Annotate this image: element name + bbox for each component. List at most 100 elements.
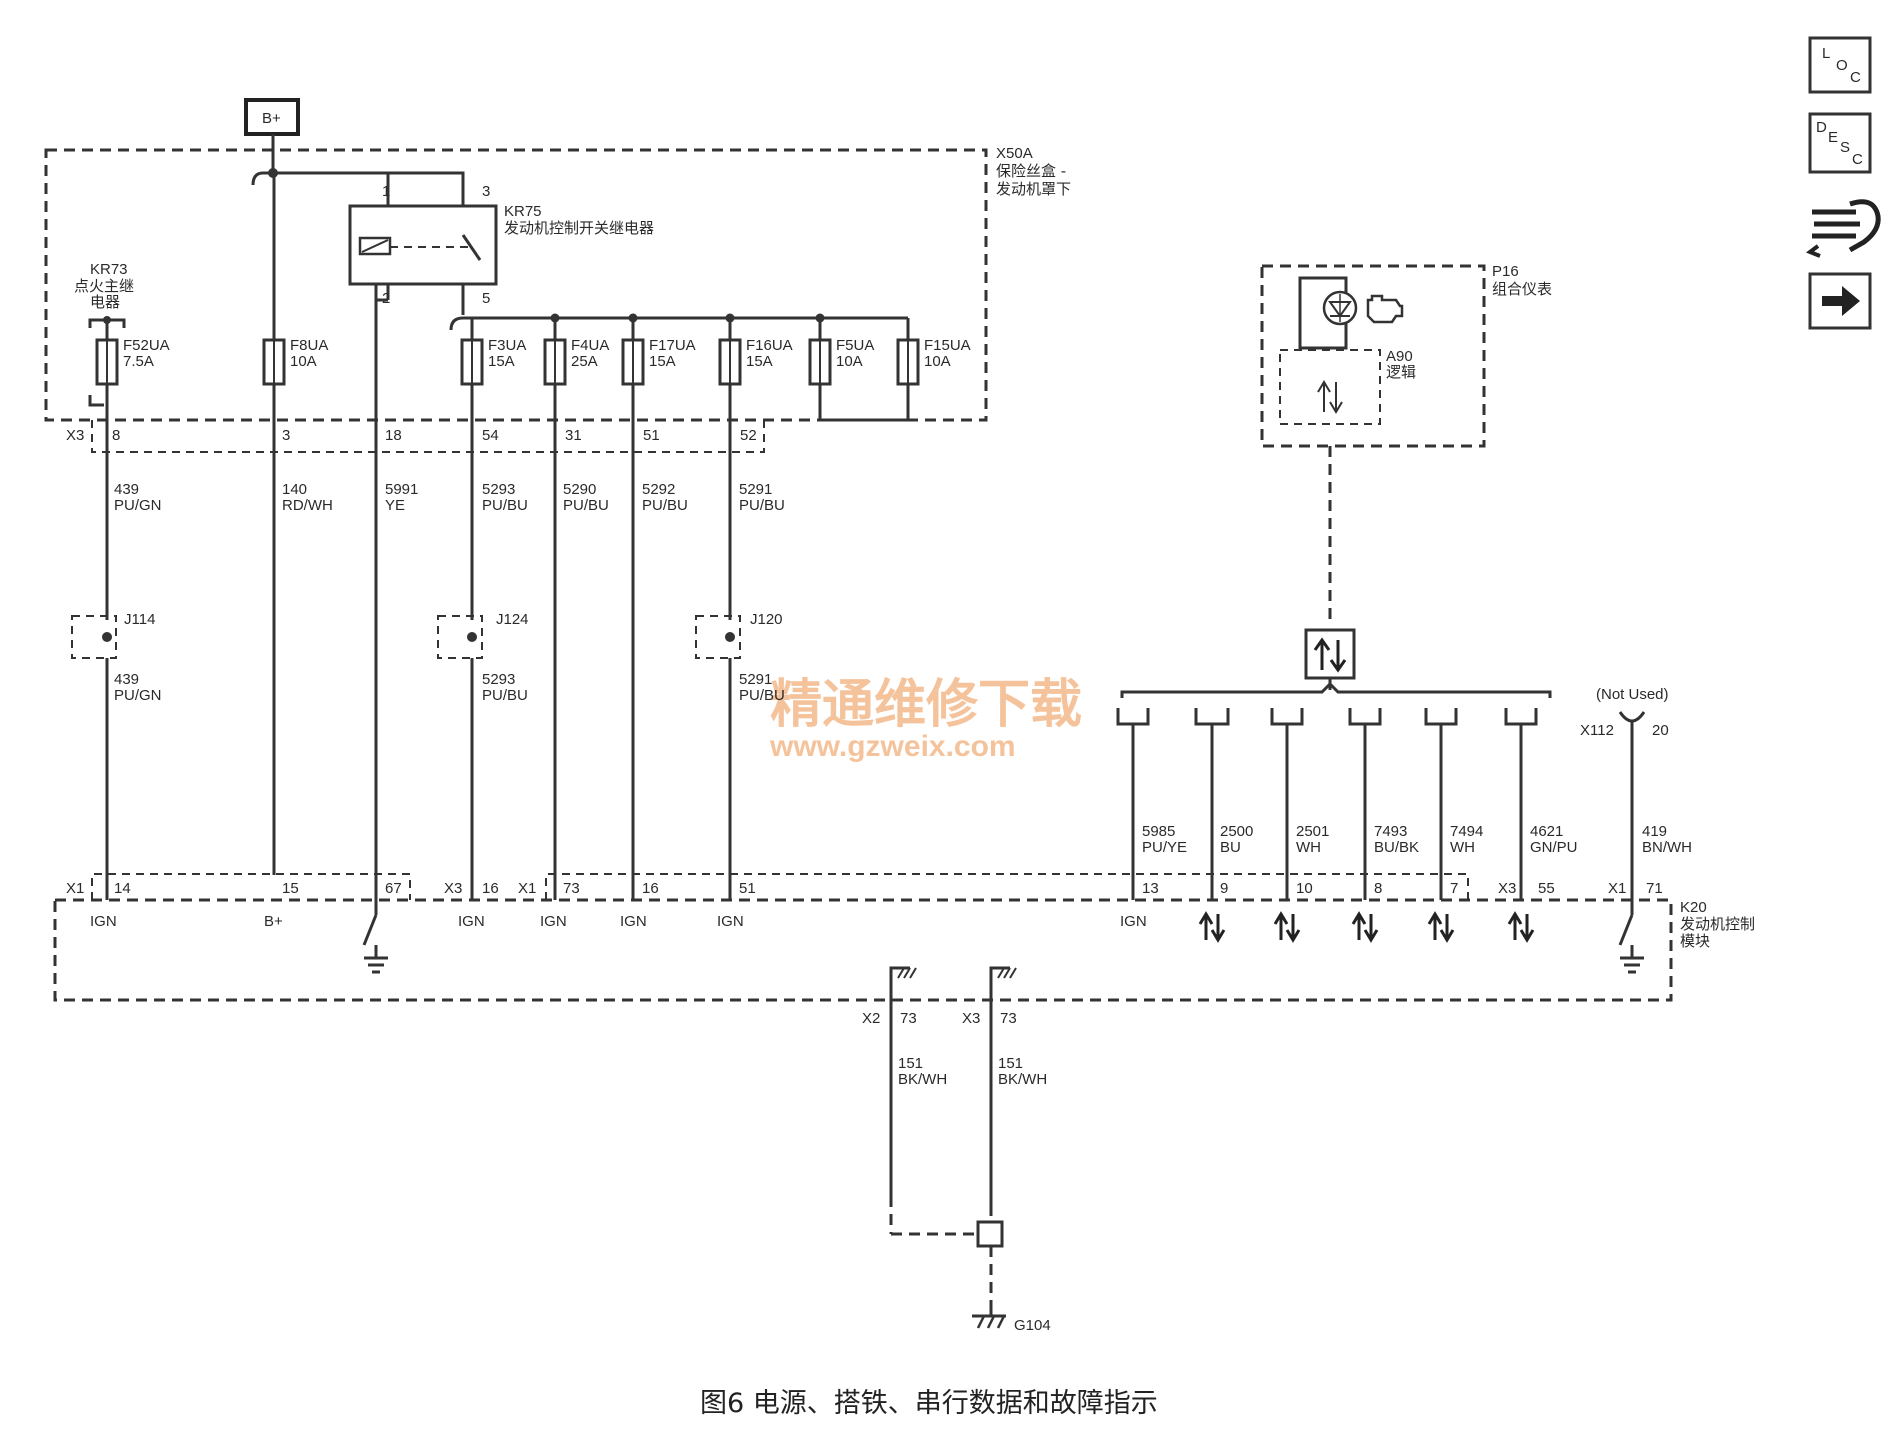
serial-data-icon <box>1304 628 1356 680</box>
svg-text:A90: A90 <box>1386 348 1413 365</box>
svg-text:F15UA: F15UA <box>924 337 971 354</box>
ecm-ground-circuits: X2 73 X3 73 151 BK/WH 151 BK/WH G104 <box>862 966 1051 1334</box>
fuse-f52ua: F52UA 7.5A <box>95 337 170 386</box>
svg-text:(Not Used): (Not Used) <box>1596 686 1669 703</box>
svg-text:5991: 5991 <box>385 481 418 498</box>
svg-text:F16UA: F16UA <box>746 337 793 354</box>
kr75-pin-5: 5 <box>482 290 490 307</box>
fuse-f17ua: F17UA 15A <box>621 337 696 386</box>
arrow-right-icon <box>1822 286 1860 316</box>
k20-outline <box>53 898 1673 1002</box>
svg-text:5292: 5292 <box>642 481 675 498</box>
splice-j114: J114 439 PU/GN <box>71 611 162 704</box>
ecm-internal-ground-left <box>362 880 388 974</box>
kr75-id: KR75 <box>504 203 542 220</box>
hand-arrows-button[interactable] <box>1805 199 1881 258</box>
svg-text:J114: J114 <box>124 611 155 628</box>
svg-text:X3: X3 <box>1498 880 1516 897</box>
svg-text:9: 9 <box>1220 880 1228 897</box>
relay-kr75: 1 3 2 5 KR75 发动机控制开关继电器 <box>348 173 654 315</box>
svg-text:F17UA: F17UA <box>649 337 696 354</box>
next-button[interactable] <box>1808 272 1872 330</box>
svg-text:PU/GN: PU/GN <box>114 497 162 514</box>
svg-text:5291: 5291 <box>739 481 772 498</box>
svg-text:BN/WH: BN/WH <box>1642 839 1692 856</box>
check-engine-icon <box>1366 294 1404 324</box>
svg-text:逻辑: 逻辑 <box>1386 363 1416 381</box>
svg-text:X112: X112 <box>1580 722 1614 739</box>
svg-text:C: C <box>1850 69 1861 86</box>
svg-text:18: 18 <box>385 427 402 444</box>
svg-text:IGN: IGN <box>620 913 647 930</box>
svg-text:140: 140 <box>282 481 307 498</box>
svg-text:E: E <box>1828 129 1838 146</box>
fusebox-x50a-outline <box>44 148 988 422</box>
indicator-lamp <box>1298 276 1358 350</box>
svg-text:10A: 10A <box>924 353 951 370</box>
svg-text:73: 73 <box>900 1010 917 1027</box>
svg-text:5290: 5290 <box>563 481 596 498</box>
svg-text:F8UA: F8UA <box>290 337 328 354</box>
svg-text:10A: 10A <box>290 353 317 370</box>
kr75-name: 发动机控制开关继电器 <box>504 219 654 237</box>
loc-button[interactable]: L O C <box>1808 36 1872 94</box>
svg-text:71: 71 <box>1646 880 1663 897</box>
svg-text:S: S <box>1840 139 1850 156</box>
fuse-f4ua: F4UA 25A <box>543 337 609 386</box>
svg-text:15: 15 <box>282 880 299 897</box>
svg-text:RD/WH: RD/WH <box>282 497 333 514</box>
svg-text:X1: X1 <box>66 880 84 897</box>
svg-text:7494: 7494 <box>1450 823 1483 840</box>
svg-text:67: 67 <box>385 880 402 897</box>
svg-text:15A: 15A <box>488 353 515 370</box>
svg-text:IGN: IGN <box>540 913 567 930</box>
svg-text:发动机控制: 发动机控制 <box>1680 915 1755 933</box>
desc-button[interactable]: D E S C <box>1808 112 1872 174</box>
svg-text:IGN: IGN <box>90 913 117 930</box>
svg-text:5293: 5293 <box>482 481 515 498</box>
svg-text:PU/YE: PU/YE <box>1142 839 1187 856</box>
svg-text:PU/BU: PU/BU <box>563 497 609 514</box>
svg-text:IGN: IGN <box>717 913 744 930</box>
svg-text:组合仪表: 组合仪表 <box>1492 280 1552 298</box>
svg-text:F52UA: F52UA <box>123 337 170 354</box>
svg-text:5985: 5985 <box>1142 823 1175 840</box>
x112-connector: (Not Used) X112 20 <box>1580 686 1669 900</box>
kr75-pin-3: 3 <box>482 183 490 200</box>
svg-text:8: 8 <box>1374 880 1382 897</box>
kr75-pin-1: 1 <box>382 183 390 200</box>
svg-text:PU/BU: PU/BU <box>642 497 688 514</box>
svg-text:J120: J120 <box>750 611 783 628</box>
fuse-f8ua: F8UA 10A <box>262 337 328 386</box>
svg-text:439: 439 <box>114 481 139 498</box>
svg-text:X3: X3 <box>962 1010 980 1027</box>
svg-text:K20: K20 <box>1680 899 1707 916</box>
svg-text:55: 55 <box>1538 880 1555 897</box>
svg-text:51: 51 <box>643 427 660 444</box>
svg-text:7.5A: 7.5A <box>123 353 154 370</box>
svg-text:16: 16 <box>482 880 499 897</box>
svg-text:5293: 5293 <box>482 671 515 688</box>
hand-arrows-icon <box>1805 199 1881 258</box>
relay-kr73: KR73 点火主继 电器 <box>74 261 134 407</box>
svg-text:PU/BU: PU/BU <box>739 687 785 704</box>
svg-text:F5UA: F5UA <box>836 337 874 354</box>
loc-icon: L O C <box>1822 45 1861 86</box>
svg-text:16: 16 <box>642 880 659 897</box>
kr73-name-1: 点火主继 <box>74 277 134 295</box>
svg-text:54: 54 <box>482 427 499 444</box>
svg-text:BK/WH: BK/WH <box>898 1071 947 1088</box>
svg-text:GN/PU: GN/PU <box>1530 839 1578 856</box>
svg-text:P16: P16 <box>1492 263 1519 280</box>
svg-text:2501: 2501 <box>1296 823 1329 840</box>
svg-text:52: 52 <box>740 427 757 444</box>
svg-text:PU/BU: PU/BU <box>482 497 528 514</box>
b-plus-label: B+ <box>262 110 281 127</box>
serial-cups <box>1116 708 1538 726</box>
svg-text:BU: BU <box>1220 839 1241 856</box>
svg-text:31: 31 <box>565 427 582 444</box>
splice-j120: J120 5291 PU/BU <box>695 611 785 704</box>
svg-text:X3: X3 <box>444 880 462 897</box>
desc-icon: D E S C <box>1816 119 1863 168</box>
fusebox-id: X50A <box>996 145 1033 162</box>
